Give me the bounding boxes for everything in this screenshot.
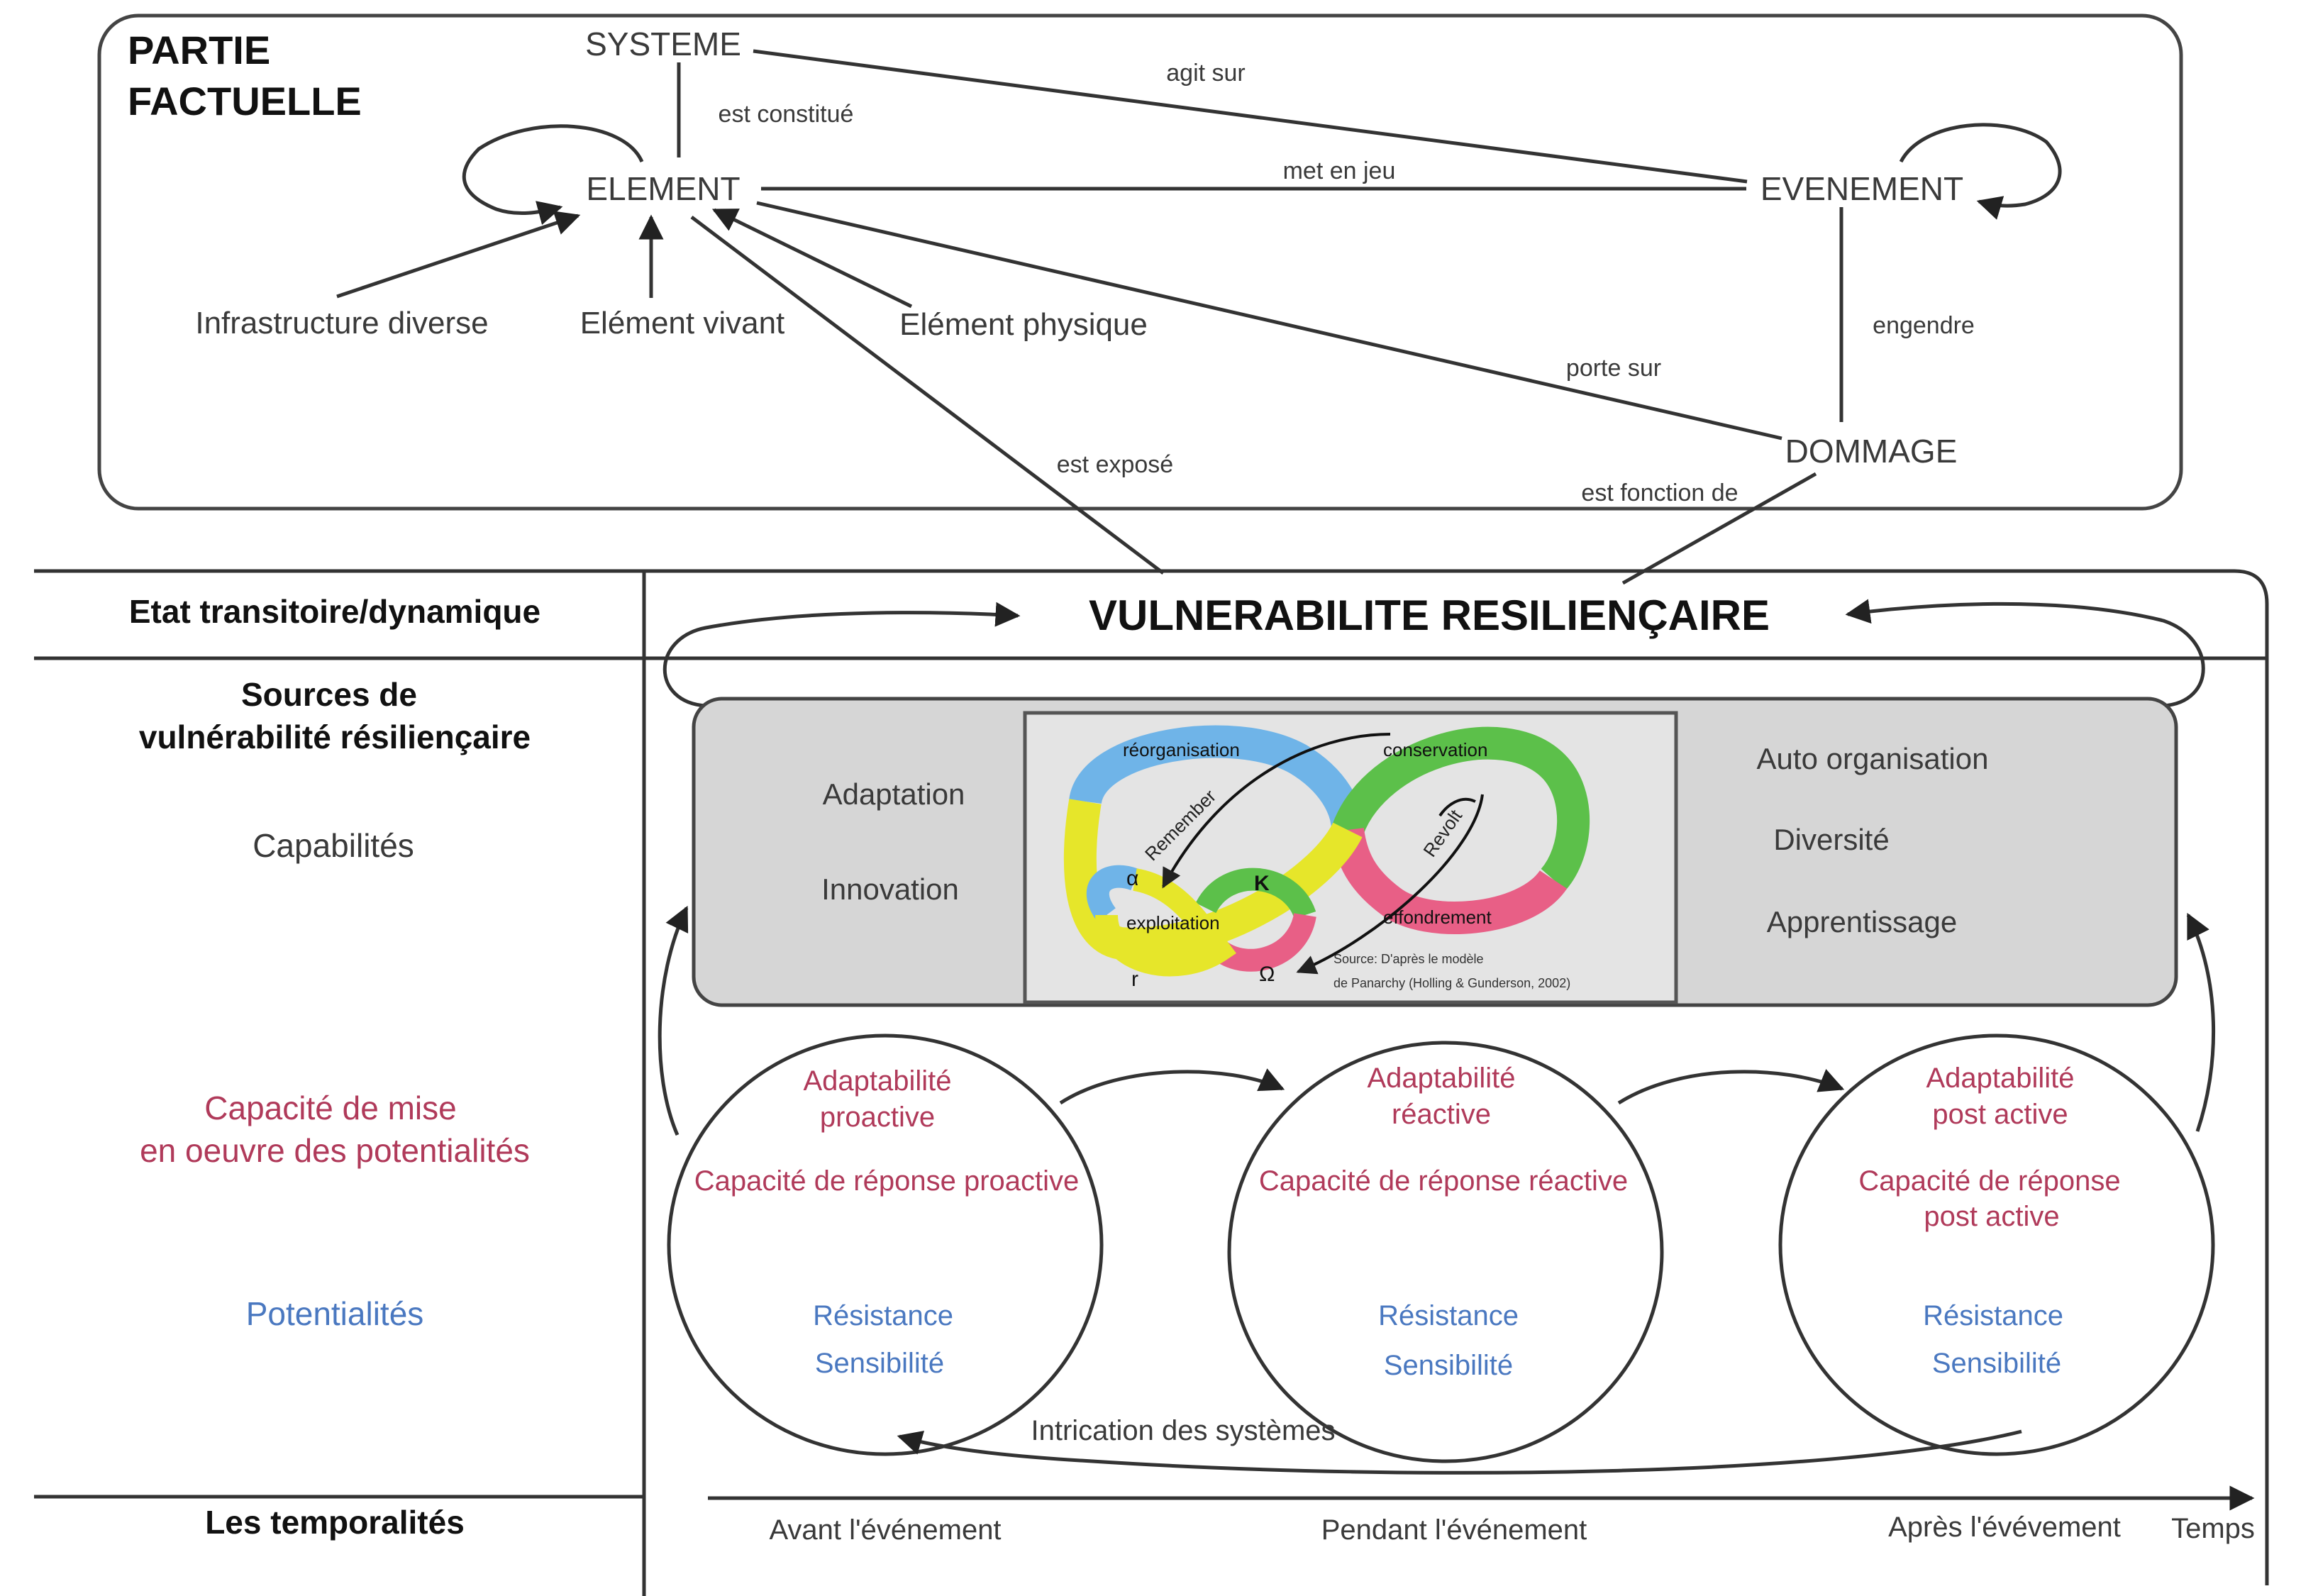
c2-adapt-line2: réactive bbox=[1392, 1099, 1491, 1130]
arrow-during-to-after bbox=[1617, 1069, 1845, 1105]
arrow-before-to-during bbox=[1059, 1068, 1285, 1105]
node-infrastructure: Infrastructure diverse bbox=[195, 306, 488, 340]
node-physique: Elément physique bbox=[899, 307, 1148, 342]
c2-resistance: Résistance bbox=[1378, 1300, 1519, 1331]
c3-adapt-line1: Adaptabilité bbox=[1926, 1063, 2074, 1094]
panarchy-reorganisation: réorganisation bbox=[1123, 739, 1240, 760]
c2-adapt-line1: Adaptabilité bbox=[1367, 1063, 1515, 1094]
feedback-loop-left-arrow bbox=[662, 602, 1021, 708]
feedback-loop-right-arrow bbox=[1845, 599, 2205, 708]
element-expose-vulnerability-line bbox=[690, 216, 1165, 575]
row-label-sources-line2: vulnérabilité résiliençaire bbox=[139, 719, 531, 755]
time-apres: Après l'évévement bbox=[1888, 1512, 2121, 1543]
c1-adapt-line2: proactive bbox=[820, 1102, 935, 1133]
physique-to-element-arrow bbox=[711, 208, 913, 309]
capability-innovation: Innovation bbox=[821, 872, 959, 906]
panarchy-alpha: α bbox=[1126, 867, 1138, 890]
rel-engendre: engendre bbox=[1873, 312, 1975, 339]
panarchy-big-loop-green bbox=[1332, 726, 1590, 891]
circle-during bbox=[1227, 1041, 1664, 1463]
time-avant: Avant l'événement bbox=[769, 1514, 1001, 1546]
panarchy-small-loop-yellow bbox=[1095, 868, 1236, 977]
row-label-capacite-line2: en oeuvre des potentialités bbox=[140, 1132, 530, 1169]
c1-sensibilite: Sensibilité bbox=[815, 1348, 944, 1379]
row-label-capacite-line1: Capacité de mise bbox=[204, 1090, 456, 1126]
lower-grid bbox=[34, 569, 2269, 1596]
capability-apprentissage: Apprentissage bbox=[1767, 905, 1958, 938]
row-label-temporalites: Les temporalités bbox=[205, 1504, 465, 1541]
row-label-capabilites: Capabilités bbox=[253, 827, 414, 864]
rel-est-expose: est exposé bbox=[1057, 451, 1173, 478]
factual-connections bbox=[336, 49, 2062, 585]
capability-diversite: Diversité bbox=[1773, 823, 1889, 856]
panarchy-big-loop-blue bbox=[1069, 725, 1364, 831]
rel-est-fonction-de: est fonction de bbox=[1581, 480, 1738, 506]
main-frame bbox=[644, 569, 2269, 1585]
rel-met-en-jeu: met en jeu bbox=[1283, 157, 1396, 184]
rel-porte-sur: porte sur bbox=[1566, 355, 1661, 382]
panarchy-figure: réorganisation conservation exploitation… bbox=[1023, 711, 1678, 1004]
systeme-evenement-line bbox=[753, 49, 1748, 184]
intrication-label: Intrication des systèmes bbox=[1031, 1415, 1335, 1446]
panarchy-effondrement: effondrement bbox=[1383, 907, 1492, 928]
main-title: VULNERABILITE RESILIENÇAIRE bbox=[1089, 592, 1770, 639]
panarchy-k: K bbox=[1254, 872, 1270, 895]
panarchy-small-loop-green bbox=[1195, 868, 1316, 920]
row-label-potentialites: Potentialités bbox=[246, 1295, 424, 1332]
c3-sensibilite: Sensibilité bbox=[1932, 1348, 2061, 1379]
arrow-to-capabilities-left bbox=[658, 905, 689, 1136]
c1-resistance: Résistance bbox=[813, 1300, 953, 1331]
node-systeme: SYSTEME bbox=[585, 26, 741, 62]
factual-title-line1: PARTIE bbox=[128, 28, 270, 72]
node-element: ELEMENT bbox=[586, 170, 740, 207]
infrastructure-to-element-arrow bbox=[336, 211, 581, 299]
arrow-to-capabilities-right bbox=[2186, 912, 2216, 1132]
panarchy-r: r bbox=[1131, 968, 1138, 991]
circle-after bbox=[1778, 1033, 2215, 1456]
element-dommage-line bbox=[756, 201, 1782, 440]
evenement-self-loop-arrow bbox=[1899, 123, 2062, 220]
c3-response-line1: Capacité de réponse bbox=[1858, 1165, 2120, 1197]
c3-adapt-line2: post active bbox=[1932, 1099, 2068, 1130]
rel-agit-sur: agit sur bbox=[1166, 60, 1246, 87]
node-dommage: DOMMAGE bbox=[1785, 433, 1958, 470]
time-pendant: Pendant l'événement bbox=[1321, 1514, 1587, 1546]
element-self-loop-arrow bbox=[462, 124, 644, 226]
c2-response-line1: Capacité de réponse réactive bbox=[1259, 1165, 1628, 1197]
panarchy-exploitation: exploitation bbox=[1126, 912, 1220, 933]
panarchy-conservation: conservation bbox=[1383, 739, 1487, 760]
remember-arrow bbox=[1162, 733, 1391, 889]
dommage-fonction-vulnerability-line bbox=[1621, 472, 1817, 585]
temporal-circles bbox=[658, 905, 2216, 1475]
factual-part-box bbox=[97, 13, 2183, 511]
rel-est-constitue: est constitué bbox=[719, 101, 854, 128]
panarchy-source-line1: Source: D'après le modèle bbox=[1333, 952, 1484, 966]
c2-sensibilite: Sensibilité bbox=[1384, 1350, 1513, 1381]
c3-resistance: Résistance bbox=[1923, 1300, 2063, 1331]
row-label-etat: Etat transitoire/dynamique bbox=[129, 593, 540, 630]
time-temps: Temps bbox=[2171, 1513, 2255, 1544]
revolt-arrow-top bbox=[1438, 797, 1476, 817]
circle-before bbox=[667, 1033, 1104, 1456]
panarchy-omega: Ω bbox=[1259, 963, 1275, 986]
factual-title-line2: FACTUELLE bbox=[128, 79, 362, 123]
capability-adaptation: Adaptation bbox=[823, 777, 965, 811]
node-evenement: EVENEMENT bbox=[1760, 170, 1963, 207]
c1-adapt-line1: Adaptabilité bbox=[803, 1065, 951, 1097]
row-label-sources-line1: Sources de bbox=[241, 676, 417, 713]
arrow-intrication bbox=[897, 1429, 2022, 1475]
node-vivant: Elément vivant bbox=[580, 306, 785, 340]
c1-response-line1: Capacité de réponse proactive bbox=[694, 1165, 1080, 1197]
panarchy-small-loop-blue bbox=[1086, 865, 1139, 922]
c3-response-line2: post active bbox=[1924, 1201, 2059, 1232]
panarchy-source-line2: de Panarchy (Holling & Gunderson, 2002) bbox=[1333, 976, 1570, 990]
revolt-arrow bbox=[1296, 794, 1484, 975]
capability-auto-organisation: Auto organisation bbox=[1757, 742, 1989, 775]
